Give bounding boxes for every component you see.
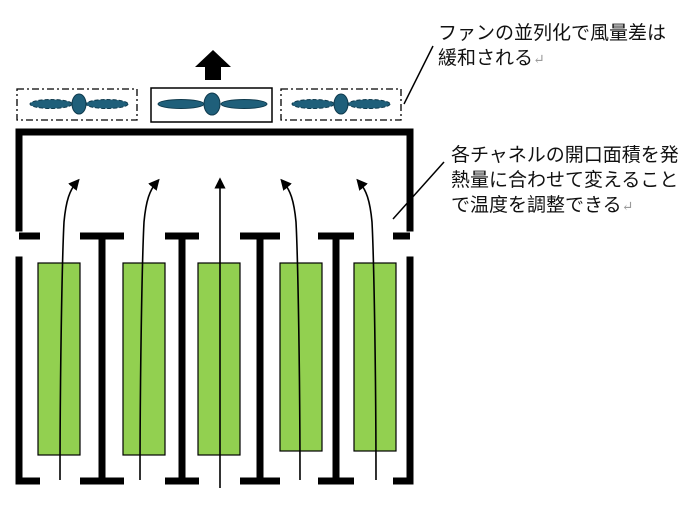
divider-3 bbox=[240, 232, 280, 485]
airflow-arrow-4 bbox=[280, 178, 301, 481]
housing-outline bbox=[15, 128, 414, 232]
divider-4 bbox=[318, 232, 354, 485]
fan-center-frame bbox=[150, 87, 273, 123]
heat-block-1 bbox=[37, 262, 81, 456]
channel-dividers bbox=[19, 232, 410, 485]
airflow-arrow-5 bbox=[356, 178, 377, 481]
heat-block-2 bbox=[122, 262, 166, 456]
airflow-arrows bbox=[59, 177, 377, 488]
up-arrow-icon bbox=[195, 50, 231, 80]
airflow-arrow-1 bbox=[59, 178, 80, 481]
paragraph-mark: ↵ bbox=[533, 52, 545, 68]
fan-left-frame bbox=[16, 88, 138, 121]
fan-note: ファンの並列化で風量差は緩和される↵ bbox=[438, 21, 678, 73]
paragraph-mark: ↵ bbox=[621, 199, 634, 215]
fan-center-group bbox=[150, 87, 273, 123]
housing bbox=[15, 128, 414, 485]
fan-icon bbox=[157, 92, 268, 116]
airflow-arrow-2 bbox=[139, 178, 160, 481]
channel-note: 各チャネルの開口面積を発熱量に合わせて変えることで温度を調整できる↵ bbox=[451, 143, 683, 220]
divider-2 bbox=[165, 232, 199, 485]
fan-note-text: ファンの並列化で風量差は緩和される bbox=[438, 22, 667, 69]
divider-1 bbox=[80, 232, 124, 485]
channel-note-leader bbox=[392, 161, 445, 220]
divider-right-stub bbox=[393, 232, 410, 485]
leader-lines bbox=[392, 45, 445, 220]
fan-right-frame bbox=[280, 88, 402, 121]
divider-left-stub bbox=[19, 232, 40, 485]
heat-block-4 bbox=[279, 262, 323, 452]
heat-block-3 bbox=[197, 262, 241, 456]
channel-note-text: 各チャネルの開口面積を発熱量に合わせて変えることで温度を調整できる bbox=[451, 144, 679, 216]
fan-icon bbox=[291, 93, 391, 115]
fan-right-group bbox=[280, 88, 402, 121]
heat-blocks bbox=[37, 262, 397, 456]
fan-left-group bbox=[16, 88, 138, 121]
fan-icon bbox=[29, 93, 129, 115]
fan-note-leader bbox=[403, 45, 434, 105]
